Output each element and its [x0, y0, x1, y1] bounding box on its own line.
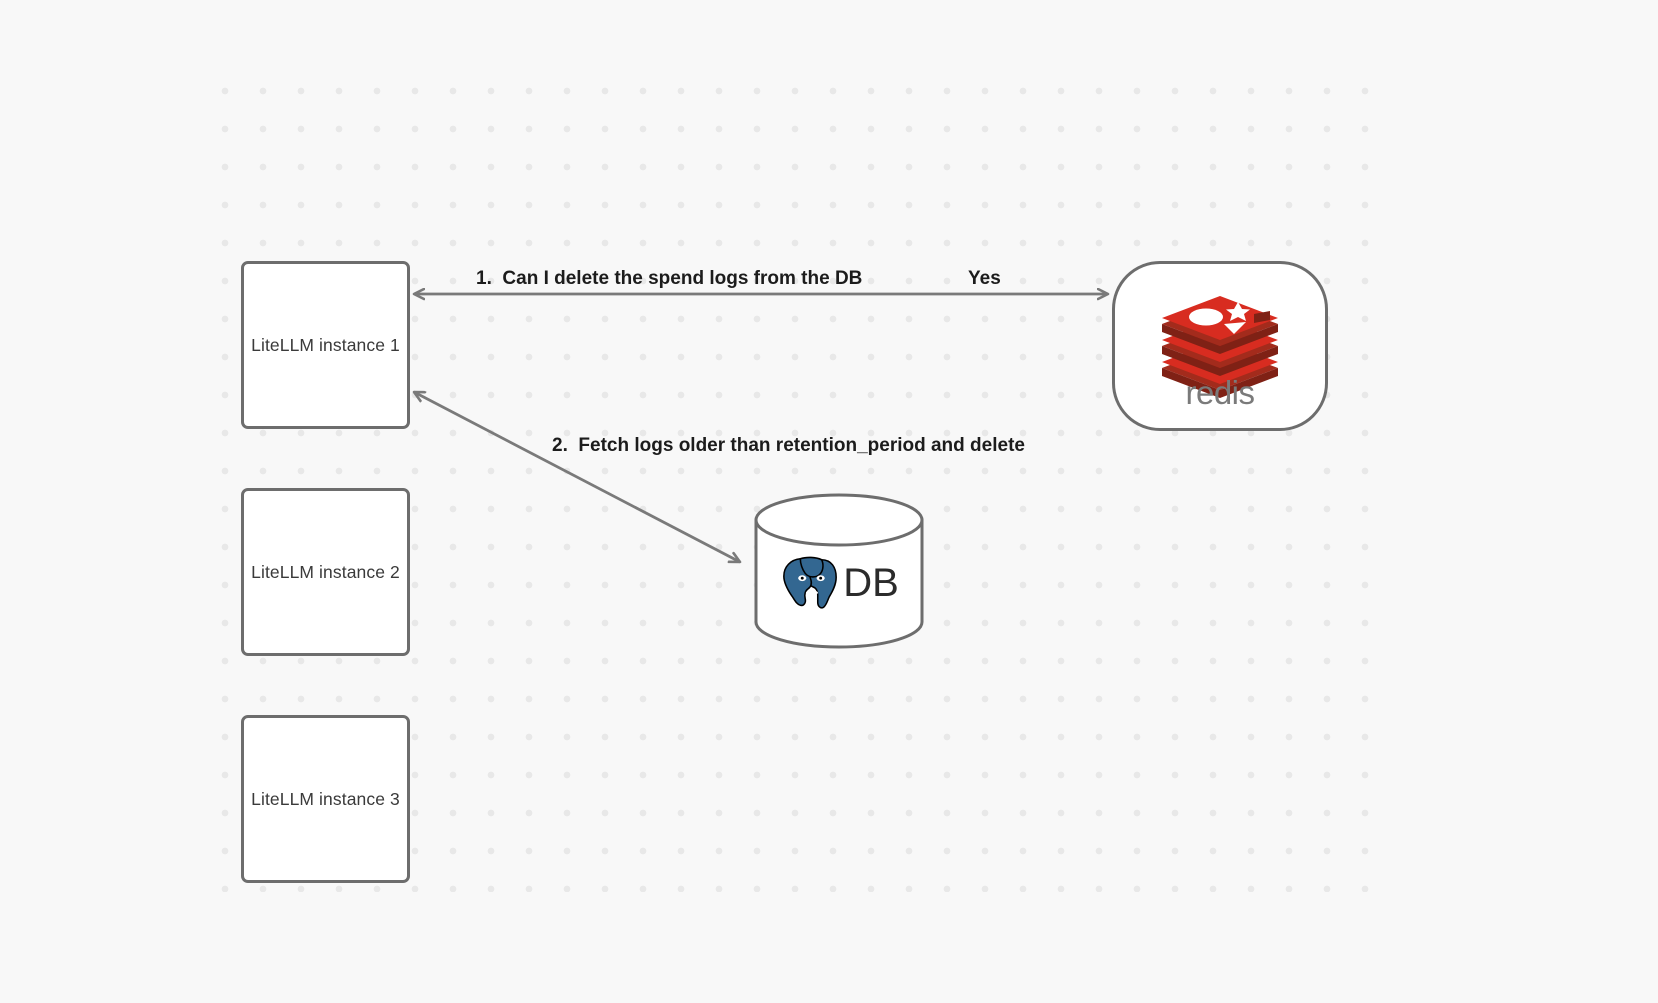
edge-label-1: 1. Can I delete the spend logs from the …: [476, 268, 863, 289]
node-litellm-instance-1[interactable]: LiteLLM instance 1: [241, 261, 410, 429]
node-redis[interactable]: redis: [1112, 261, 1328, 431]
edge-label-1-reply: Yes: [968, 268, 1001, 289]
edge-litellm1-db: [414, 392, 740, 562]
postgresql-elephant-icon: [781, 554, 840, 611]
cylinder-shape: [754, 493, 924, 649]
node-litellm-instance-2[interactable]: LiteLLM instance 2: [241, 488, 410, 656]
node-litellm-instance-3[interactable]: LiteLLM instance 3: [241, 715, 410, 883]
db-label: DB: [843, 561, 899, 605]
node-label-litellm-3: LiteLLM instance 3: [251, 788, 400, 809]
node-label-litellm-2: LiteLLM instance 2: [251, 561, 400, 582]
redis-logo-icon: redis: [1162, 295, 1278, 409]
node-db-postgres[interactable]: DB: [753, 492, 925, 650]
node-label-litellm-1: LiteLLM instance 1: [251, 334, 400, 355]
edge-line-2: [414, 392, 740, 562]
svg-text:redis: redis: [1185, 374, 1254, 409]
edge-label-2: 2. Fetch logs older than retention_perio…: [552, 435, 1025, 456]
db-content: DB: [753, 538, 925, 628]
